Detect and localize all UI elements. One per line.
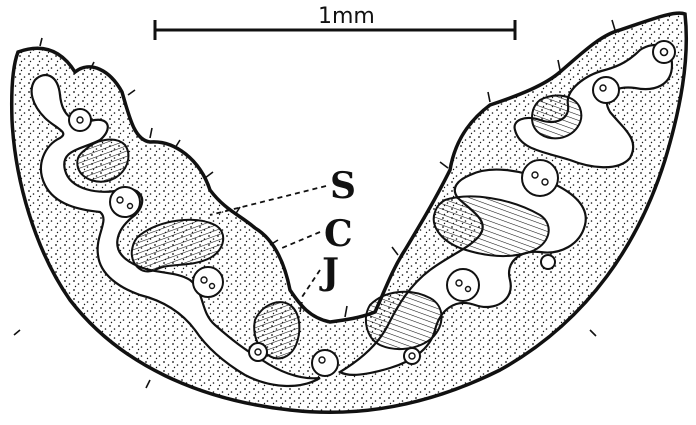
follicle <box>312 350 338 376</box>
follicle <box>69 109 91 131</box>
hatched-region-right-1 <box>532 96 581 139</box>
leader-j <box>300 270 320 300</box>
label-c: C <box>324 213 353 255</box>
leader-s <box>210 186 326 215</box>
follicle <box>110 187 140 217</box>
scale-bar: 1mm <box>155 4 515 40</box>
follicle <box>249 343 267 361</box>
follicle <box>541 255 555 269</box>
follicle <box>404 348 420 364</box>
follicle <box>653 41 675 63</box>
label-s: S <box>330 165 356 207</box>
scale-bar-label: 1mm <box>318 4 375 29</box>
follicle <box>447 269 479 301</box>
follicle <box>193 267 223 297</box>
hatched-region-right-3 <box>366 292 442 349</box>
leader-c <box>282 232 320 248</box>
follicle <box>522 160 558 196</box>
label-j: J <box>319 251 339 293</box>
labels: S C J <box>319 165 356 293</box>
